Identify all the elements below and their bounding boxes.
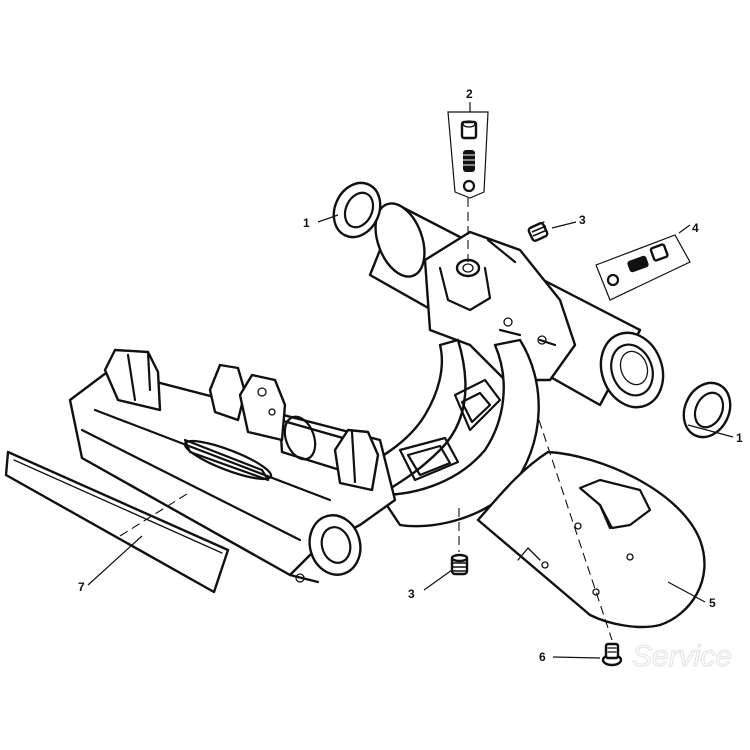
callout-5: 5 <box>709 596 716 610</box>
guard-plate-part <box>476 450 706 629</box>
callout-1-left: 1 <box>303 216 310 230</box>
callout-3-upper: 3 <box>579 213 586 227</box>
callout-2: 2 <box>466 87 473 101</box>
grease-fitting-kit-top <box>447 111 489 199</box>
plug-upper-part <box>527 221 549 242</box>
plug-lower-part <box>450 553 469 576</box>
seal-ring-right-part <box>682 381 732 439</box>
callout-4: 4 <box>692 221 699 235</box>
grease-fitting-kit-side <box>595 234 691 301</box>
callout-7: 7 <box>78 580 85 594</box>
swing-frame-part <box>68 202 665 584</box>
leader-lines <box>87 102 734 659</box>
watermark-text: Service <box>632 640 732 673</box>
callout-6: 6 <box>539 650 546 664</box>
strip-part <box>4 450 230 594</box>
assembly-lines <box>119 198 613 641</box>
bolt-part <box>601 642 623 667</box>
callout-1-right: 1 <box>736 431 743 445</box>
seal-ring-left-part <box>332 181 382 239</box>
callout-3-lower: 3 <box>408 587 415 601</box>
callout-labels: 2 1 3 4 1 5 3 6 7 <box>78 87 743 664</box>
